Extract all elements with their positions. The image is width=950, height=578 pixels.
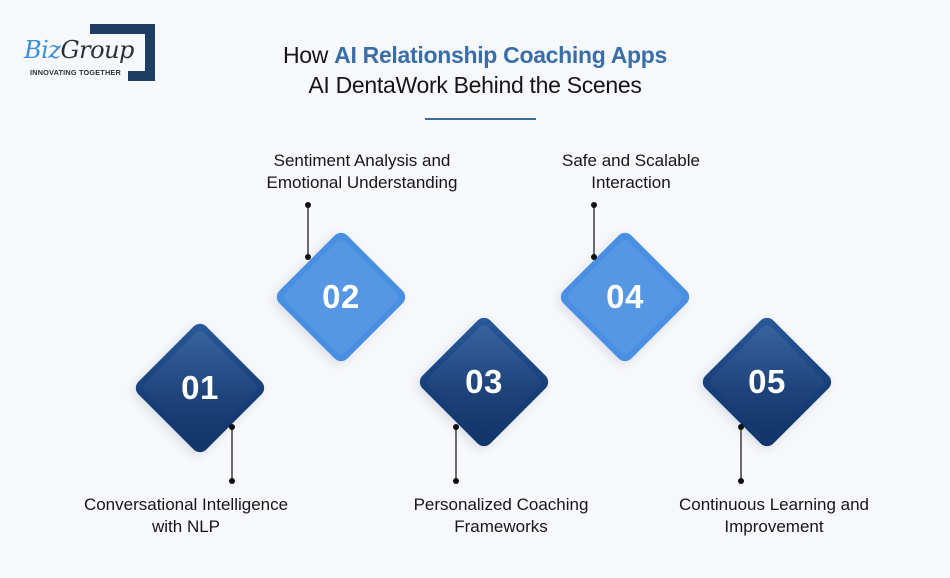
label-line: with NLP <box>151 517 221 536</box>
logo-tagline: INNOVATING TOGETHER <box>30 68 123 77</box>
label-line: Sentiment Analysis and <box>273 151 451 170</box>
label-line: Frameworks <box>454 517 548 536</box>
connector-dot <box>305 254 311 260</box>
page-title: How AI Relationship Coaching Apps AI Den… <box>0 40 950 100</box>
step-04-label: Safe and Scalable Interaction <box>481 150 781 194</box>
logo-group-text: Group <box>60 36 134 64</box>
logo-biz-text: Biz <box>24 36 61 64</box>
step-01-label: Conversational Intelligence with NLP <box>36 494 336 538</box>
step-02-diamond: 02 <box>273 229 409 365</box>
step-03-label: Personalized Coaching Frameworks <box>351 494 651 538</box>
title-accent: AI Relationship Coaching Apps <box>334 42 668 68</box>
step-03-connector-line <box>455 427 457 481</box>
step-number: 01 <box>181 369 219 406</box>
connector-dot <box>738 424 744 430</box>
step-04-connector-line <box>593 205 595 257</box>
connector-dot <box>591 254 597 260</box>
label-line: Personalized Coaching <box>413 495 589 514</box>
title-underline-divider <box>425 118 536 120</box>
label-line: Emotional Understanding <box>266 173 458 192</box>
step-number: 03 <box>465 363 503 400</box>
step-05-diamond: 05 <box>699 314 835 450</box>
connector-dot <box>229 424 235 430</box>
step-03-diamond: 03 <box>416 314 552 450</box>
label-line: Safe and Scalable <box>562 151 700 170</box>
step-number: 04 <box>606 278 644 315</box>
connector-dot <box>229 478 235 484</box>
title-line-2: AI DentaWork Behind the Scenes <box>308 72 642 98</box>
connector-dot <box>305 202 311 208</box>
label-line: Interaction <box>591 173 671 192</box>
label-line: Continuous Learning and <box>679 495 869 514</box>
title-prefix: How <box>282 42 335 68</box>
connector-dot <box>738 478 744 484</box>
title-line-1: How AI Relationship Coaching Apps <box>0 40 950 70</box>
step-01-diamond: 01 <box>132 320 268 456</box>
connector-dot <box>453 424 459 430</box>
step-02-connector-line <box>307 205 309 257</box>
bizgroup-logo: BizGroup INNOVATING TOGETHER <box>0 0 170 95</box>
step-02-label: Sentiment Analysis and Emotional Underst… <box>212 150 512 194</box>
logo-wordmark: BizGroup <box>24 36 137 64</box>
logo-bracket-shape <box>128 71 155 81</box>
label-line: Improvement <box>724 517 824 536</box>
step-05-label: Continuous Learning and Improvement <box>624 494 924 538</box>
step-05-connector-line <box>740 427 742 481</box>
connector-dot <box>453 478 459 484</box>
logo-bracket-shape <box>145 24 155 81</box>
step-01-connector-line <box>231 427 233 481</box>
step-04-diamond: 04 <box>557 229 693 365</box>
step-number: 05 <box>748 363 786 400</box>
logo-bracket-shape <box>90 24 155 34</box>
step-number: 02 <box>322 278 360 315</box>
connector-dot <box>591 202 597 208</box>
label-line: Conversational Intelligence <box>83 495 289 514</box>
